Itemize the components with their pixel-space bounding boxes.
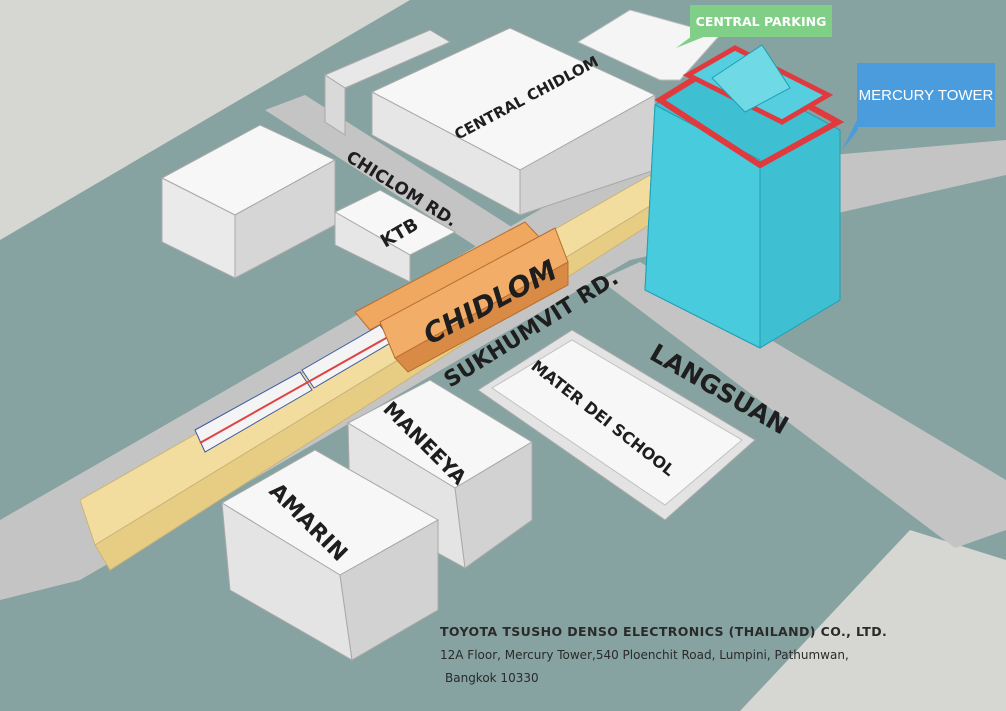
address-line-1: 12A Floor, Mercury Tower,540 Ploenchit R… — [440, 648, 849, 662]
amarin-building-right — [339, 519, 439, 661]
central-parking-callout-pointer — [676, 36, 706, 48]
road-chidlom — [265, 95, 540, 262]
central-parking-callout: CENTRAL PARKING — [690, 5, 832, 37]
maneeya-building-right — [454, 441, 533, 569]
chidlom-station-front — [394, 261, 569, 373]
mercury-tower-callout-pointer — [842, 118, 858, 150]
road-langsuan — [600, 262, 1006, 548]
ktb-building-left — [334, 211, 411, 283]
central-parking-building — [576, 9, 721, 81]
address-line-2: Bangkok 10330 — [445, 671, 539, 685]
mater-dei-school-courtyard — [491, 339, 743, 506]
central-chidlom-front — [324, 74, 346, 136]
mercury-tower-spire — [711, 44, 791, 113]
company-name: TOYOTA TSUSHO DENSO ELECTRONICS (THAILAN… — [440, 624, 888, 639]
mercury-tower-callout: MERCURY TOWER — [857, 63, 995, 127]
company-address: TOYOTA TSUSHO DENSO ELECTRONICS (THAILAN… — [440, 624, 960, 685]
